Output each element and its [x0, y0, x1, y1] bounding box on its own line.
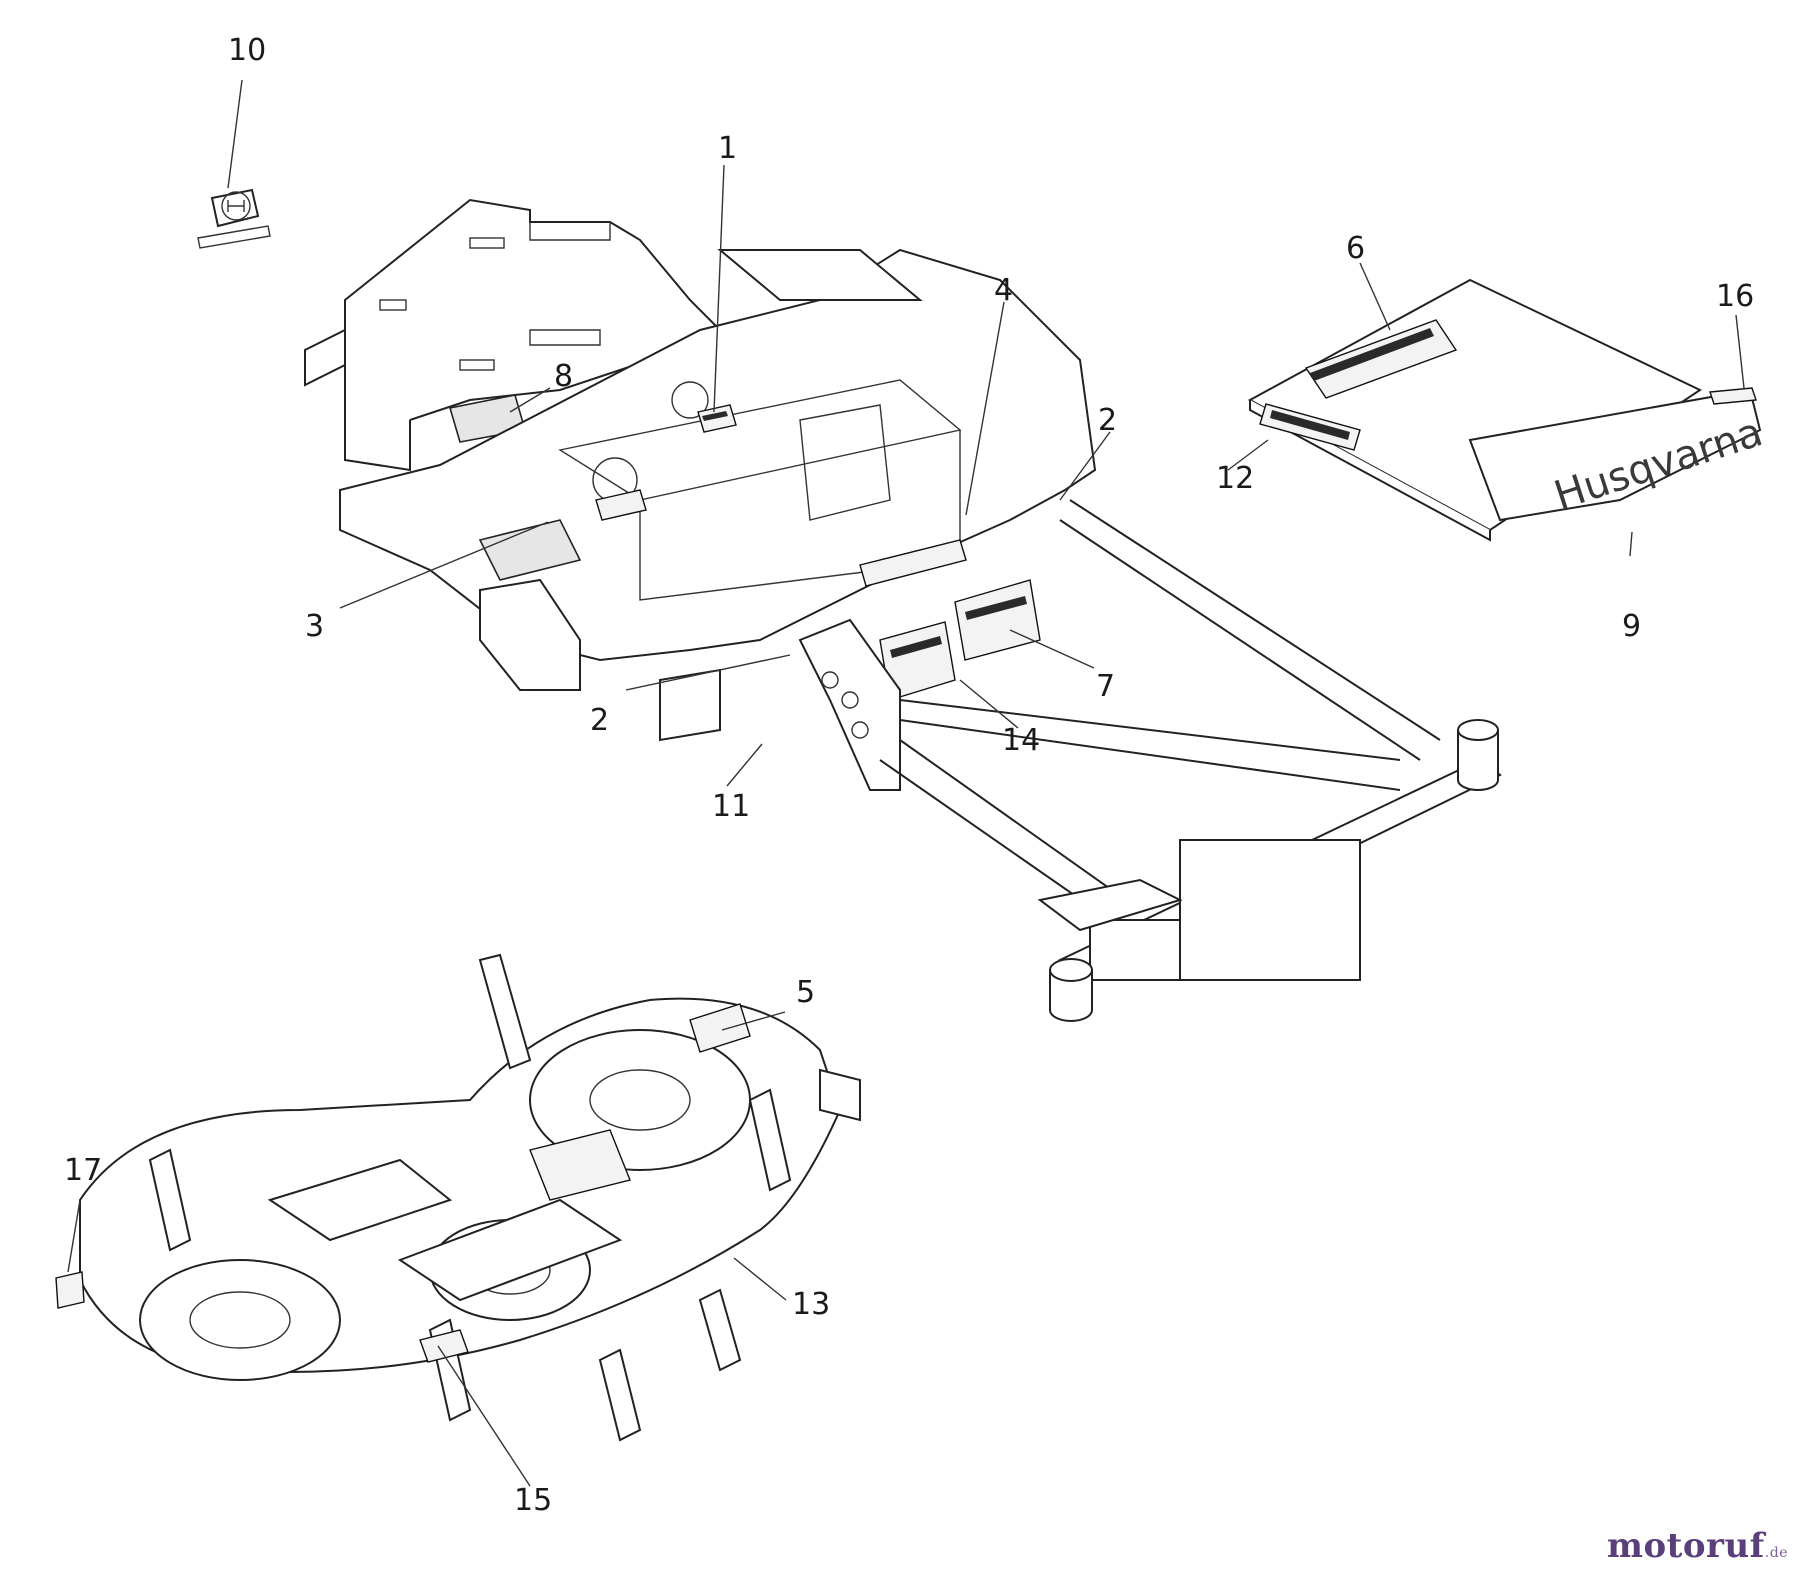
part-label-13: 13	[792, 1287, 830, 1322]
watermark-suffix: .de	[1764, 1545, 1788, 1561]
mower-deck	[55, 953, 861, 1442]
part-label-4: 4	[994, 273, 1013, 308]
part-label-5: 5	[796, 975, 815, 1010]
part-label-2: 2	[590, 703, 609, 738]
part-label-7: 7	[1096, 669, 1115, 704]
part-label-1: 1	[718, 131, 737, 166]
chassis-decals	[595, 404, 1041, 701]
part-label-8: 8	[554, 359, 573, 394]
motoruf-watermark: motoruf.de	[1607, 1526, 1788, 1566]
part-label-16: 16	[1716, 279, 1754, 314]
part-label-10: 10	[228, 33, 266, 68]
husqvarna-logo-decal	[197, 188, 271, 249]
part-label-9: 9	[1622, 609, 1641, 644]
part-number-labels: 1 2 2 3 4 5 6 7 8 9 10 11 12 13 14 15 16…	[64, 33, 1754, 1518]
leader-lines	[67, 79, 1745, 1487]
watermark-main: motoruf	[1607, 1526, 1765, 1566]
floor-pan-assembly: Husqvarna	[1247, 278, 1768, 542]
part-label-17: 17	[64, 1153, 102, 1188]
part-label-3: 3	[305, 609, 324, 644]
part-label-11: 11	[712, 789, 750, 824]
part-label-15: 15	[514, 1483, 552, 1518]
part-label-14: 14	[1002, 723, 1040, 758]
part-label-6: 6	[1346, 231, 1365, 266]
part-label-2: 2	[1098, 403, 1117, 438]
part-label-12: 12	[1216, 461, 1254, 496]
front-frame-arms	[798, 499, 1502, 1022]
